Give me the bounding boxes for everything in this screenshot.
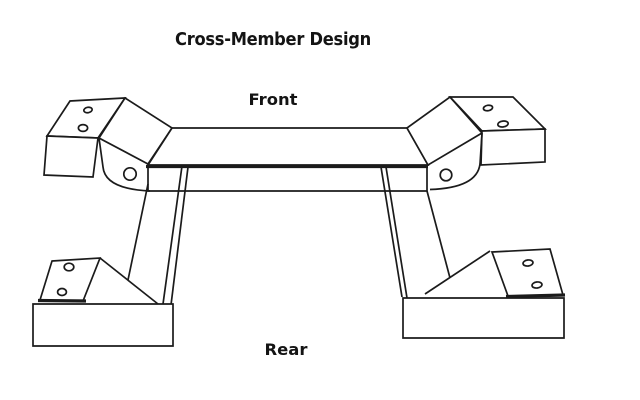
rear-left-foot [32, 257, 174, 347]
front-left-bracket-side-face [43, 135, 99, 178]
right-leg-front-edge [380, 166, 403, 298]
rounded-corner-edge [429, 132, 483, 191]
bolt-hole [496, 120, 510, 128]
rear-right-foot-base [402, 297, 565, 339]
front-left-gusset-plate [98, 137, 151, 192]
bolt-hole [77, 123, 89, 133]
bolt-hole [56, 287, 68, 297]
rear-right-foot-plate [490, 248, 565, 297]
left-leg-inner-edge [170, 166, 189, 306]
rear-label: Rear [265, 340, 308, 359]
rounded-corner-edge [98, 137, 151, 192]
bolt-hole [531, 281, 543, 289]
front-right-bracket-front-face [480, 128, 546, 166]
rear-right-foot [402, 248, 566, 339]
beam-front-face [147, 165, 428, 192]
front-right-gusset-plate [429, 132, 483, 191]
front-label: Front [249, 90, 298, 109]
right-leg-inner-edge [385, 166, 408, 299]
front-left-bracket [43, 96, 174, 178]
left-support-leg [127, 165, 189, 306]
bolt-hole [63, 262, 75, 272]
right-support-leg [380, 166, 451, 299]
bolt-hole [122, 166, 138, 182]
beam-top-face [146, 127, 430, 166]
cross-beam [146, 127, 430, 192]
front-right-bracket [405, 95, 547, 167]
right-leg-back-edge [426, 190, 451, 279]
rear-left-foot-plate-bottom-edge [37, 298, 87, 303]
bolt-hole [82, 106, 94, 114]
bolt-hole [439, 168, 453, 182]
rear-left-foot-gusset-edge [99, 257, 159, 305]
bolt-hole [482, 104, 494, 112]
rear-left-foot-base [32, 303, 174, 347]
line-art [32, 95, 566, 347]
left-leg-front-edge [162, 165, 183, 305]
rear-left-foot-plate [38, 257, 102, 302]
rear-right-foot-plate-bottom-edge [505, 293, 566, 299]
rear-right-foot-gusset-edge [424, 250, 491, 295]
left-leg-back-edge [127, 183, 149, 281]
diagram-title: Cross-Member Design [175, 29, 371, 50]
bolt-hole [522, 259, 534, 267]
